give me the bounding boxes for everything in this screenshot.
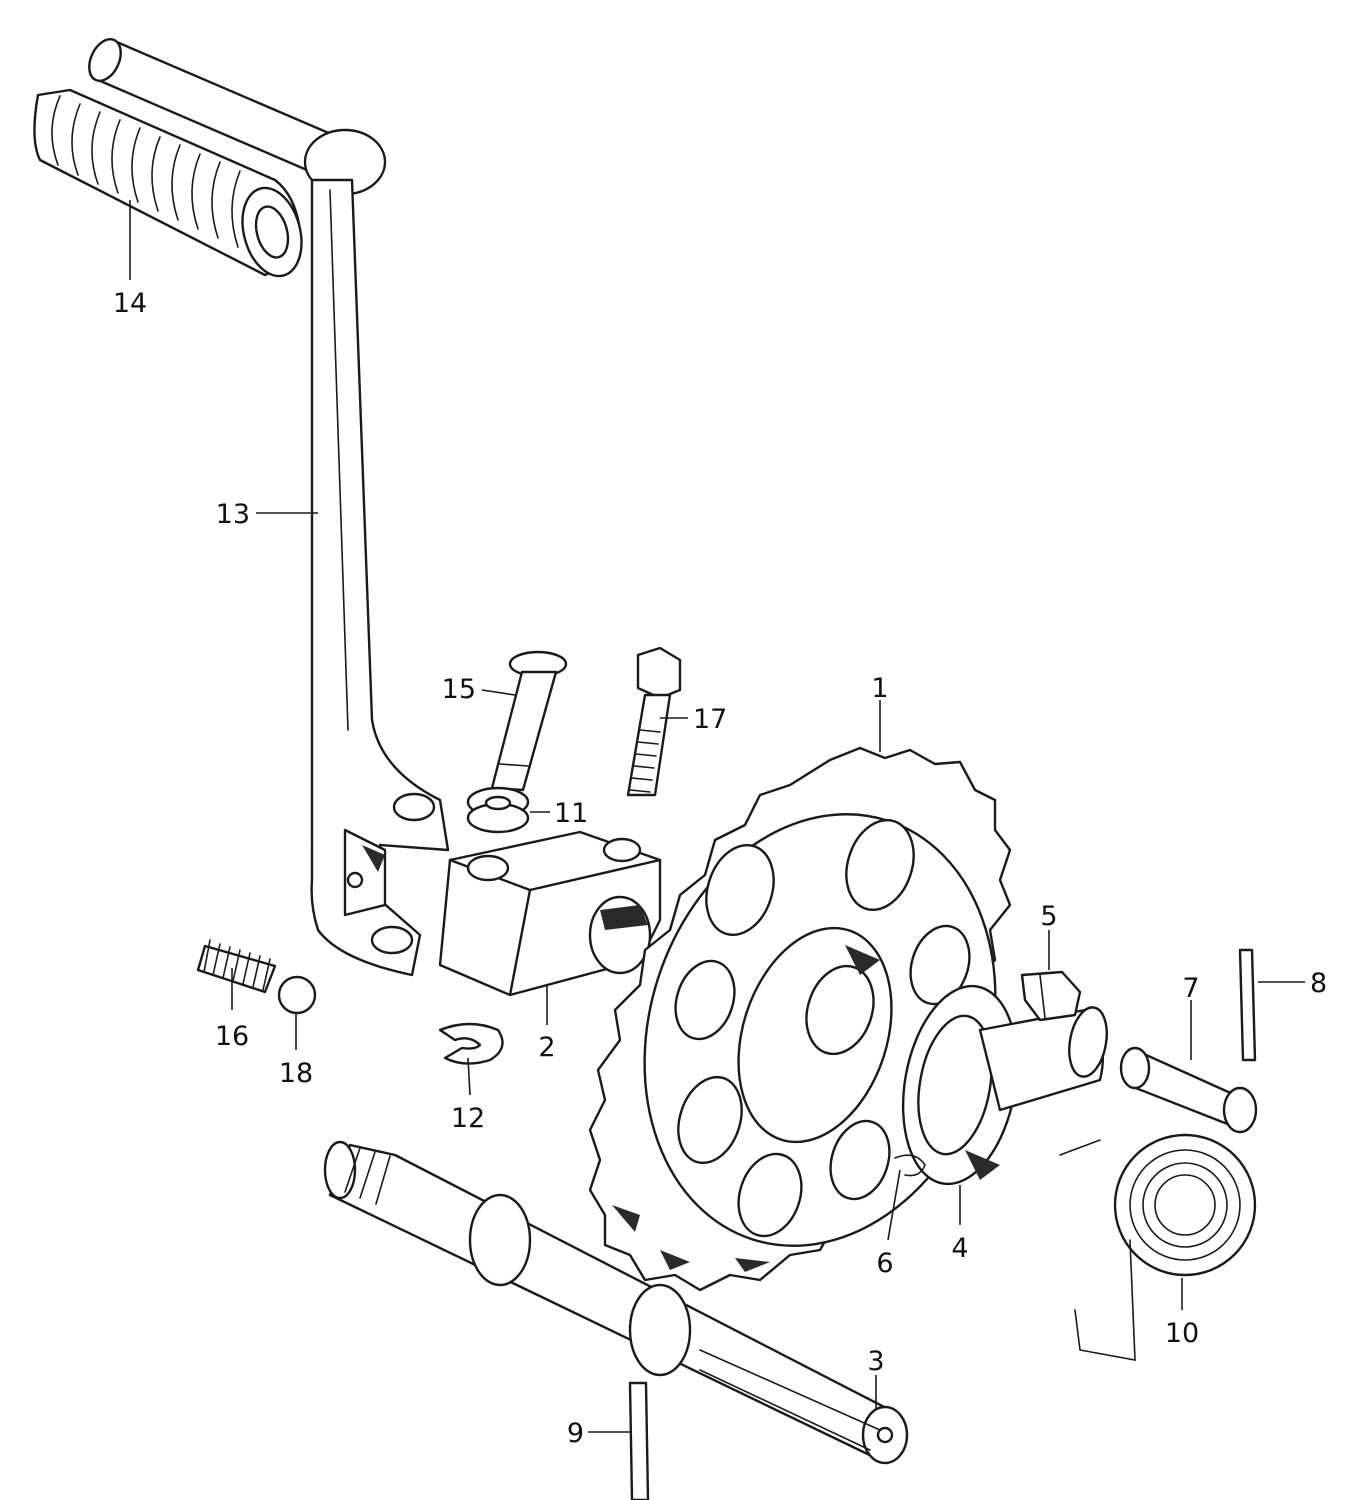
callout-4: 4 bbox=[951, 1233, 968, 1264]
spindle-collar bbox=[978, 1006, 1108, 1112]
callout-11: 11 bbox=[554, 798, 588, 829]
kick-arm bbox=[88, 38, 450, 977]
callout-16: 16 bbox=[215, 1021, 249, 1052]
callout-14: 14 bbox=[113, 288, 147, 319]
dowel-pin bbox=[1238, 948, 1257, 1062]
callout-17: 17 bbox=[693, 704, 727, 735]
leader-lines bbox=[129, 200, 1305, 1433]
e-clip bbox=[438, 1022, 504, 1065]
pivot-pin bbox=[490, 650, 568, 792]
kick-rubber-grip bbox=[33, 88, 303, 278]
callout-labels: 1 2 3 4 5 6 7 8 9 10 11 12 13 14 15 16 1… bbox=[113, 288, 1327, 1449]
kick-clamp-block bbox=[438, 830, 662, 997]
return-spring bbox=[1059, 1133, 1257, 1361]
detent-spring bbox=[196, 939, 277, 994]
callout-7: 7 bbox=[1182, 973, 1199, 1004]
callout-9: 9 bbox=[567, 1418, 584, 1449]
ratchet-guide bbox=[1020, 970, 1082, 1022]
callout-6: 6 bbox=[876, 1248, 893, 1279]
kick-starter-gear bbox=[588, 746, 1012, 1292]
callout-13: 13 bbox=[216, 499, 250, 530]
callout-1: 1 bbox=[871, 673, 888, 704]
callout-18: 18 bbox=[279, 1058, 313, 1089]
spring-pin bbox=[628, 1381, 650, 1500]
clamp-bolt bbox=[626, 646, 682, 797]
spring-washer bbox=[466, 786, 530, 834]
callout-10: 10 bbox=[1165, 1318, 1199, 1349]
callout-8: 8 bbox=[1310, 968, 1327, 999]
callout-5: 5 bbox=[1040, 901, 1057, 932]
callout-3: 3 bbox=[867, 1346, 884, 1377]
callout-12: 12 bbox=[451, 1103, 485, 1134]
ratchet-clip bbox=[894, 1154, 926, 1177]
callout-15: 15 bbox=[442, 674, 476, 705]
callout-2: 2 bbox=[538, 1032, 555, 1063]
detent-ball bbox=[277, 975, 317, 1015]
kick-spindle bbox=[323, 1140, 909, 1465]
spindle-collar-bush bbox=[1119, 1046, 1258, 1134]
